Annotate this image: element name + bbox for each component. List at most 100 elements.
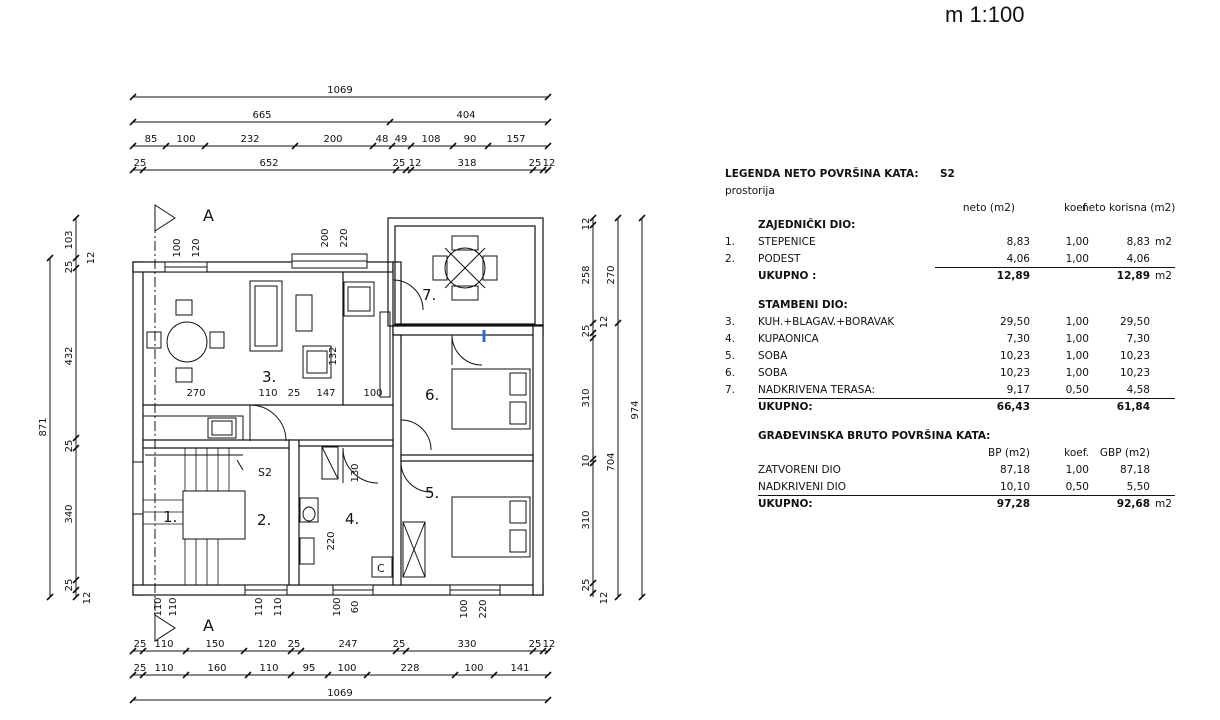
- dim-left-total: 871: [38, 417, 49, 436]
- dim-top-total: 1069: [327, 85, 352, 96]
- row-korisna: 10,23: [1119, 367, 1150, 379]
- dim-interior: 220: [326, 531, 337, 550]
- total-gbp: 92,68: [1116, 498, 1150, 510]
- row-koef: 1,00: [1065, 350, 1089, 362]
- row-name: NADKRIVENA TERASA:: [758, 384, 876, 396]
- dim-bottom: 330: [457, 639, 476, 650]
- table-row: NADKRIVENI DIO 10,10 0,50 5,50: [725, 479, 1185, 496]
- left-dimension-lines: [46, 214, 80, 601]
- row-koef: 1,00: [1065, 236, 1089, 248]
- row-num: 7.: [725, 384, 736, 396]
- dim-right: 10: [581, 455, 592, 468]
- dim-top: 85: [145, 134, 158, 145]
- row-neto: 7,30: [1006, 333, 1030, 345]
- row-koef: 1,00: [1065, 316, 1089, 328]
- header-koef: koef.: [1064, 202, 1089, 214]
- row-name: NADKRIVENI DIO: [758, 481, 846, 493]
- header-gbp: GBP (m2): [1099, 447, 1150, 459]
- row-koef: 0,50: [1065, 481, 1089, 493]
- row-neto: 4,06: [1006, 253, 1030, 265]
- dim-opening: 100: [172, 238, 183, 257]
- dim-right: 310: [581, 388, 592, 407]
- dim-top: 665: [252, 110, 271, 121]
- dim-right: 12: [581, 218, 592, 231]
- windows: [132, 253, 501, 596]
- divider: [758, 398, 1175, 399]
- section3-total-row: UKUPNO: 97,28 92,68 m2: [725, 496, 1185, 513]
- dim-top: 100: [176, 134, 195, 145]
- table-row: 1. STEPENICE 8,83 1,00 8,83 m2: [725, 234, 1185, 251]
- dim-opening: 220: [478, 599, 489, 618]
- dim-bottom: 160: [207, 663, 226, 674]
- legend-title: LEGENDA NETO POVRŠINA KATA:: [725, 168, 919, 180]
- table-row: 7. NADKRIVENA TERASA: 9,17 0,50 4,58: [725, 382, 1185, 399]
- floor-plan-drawing: 1069 665 404 85 100 232 200 48 49 108 90…: [38, 85, 646, 704]
- section2-total-row: UKUPNO: 66,43 61,84: [725, 399, 1185, 416]
- section1-total-row: UKUPNO : 12,89 12,89 m2: [725, 268, 1185, 285]
- top-dimension-lines: [129, 93, 552, 174]
- row-name: KUH.+BLAGAV.+BORAVAK: [758, 316, 895, 328]
- right-dimension-lines: [589, 214, 646, 601]
- dim-bottom: 247: [338, 639, 357, 650]
- dim-bottom: 12: [543, 639, 556, 650]
- dim-opening: 100: [459, 599, 470, 618]
- dim-left: 25: [64, 261, 75, 274]
- room-label-1: 1.: [163, 508, 177, 526]
- dim-left: 103: [64, 230, 75, 249]
- dim-bottom: 141: [510, 663, 529, 674]
- room-label-4: 4.: [345, 510, 359, 528]
- dim-right-total: 974: [630, 400, 641, 419]
- section1-title-row: ZAJEDNIČKI DIO:: [725, 217, 1185, 234]
- dim-bottom-total: 1069: [327, 688, 352, 699]
- dim-top: 49: [395, 134, 408, 145]
- row-koef: 0,50: [1065, 384, 1089, 396]
- row-num: 3.: [725, 316, 736, 328]
- total-korisna: 61,84: [1116, 401, 1150, 413]
- furniture: [142, 235, 531, 585]
- total-bp: 97,28: [996, 498, 1030, 510]
- total-label: UKUPNO :: [758, 270, 817, 282]
- room-label-6: 6.: [425, 386, 439, 404]
- table-row: 3. KUH.+BLAGAV.+BORAVAK 29,50 1,00 29,50: [725, 314, 1185, 331]
- dim-interior: 110: [153, 597, 164, 616]
- total-label: UKUPNO:: [758, 401, 813, 413]
- section2-title-row: STAMBENI DIO:: [725, 297, 1185, 314]
- row-name: SOBA: [758, 367, 788, 379]
- row-neto: 10,23: [999, 350, 1030, 362]
- header-koef-bp: koef.: [1064, 447, 1089, 459]
- dim-interior: 132: [328, 346, 339, 365]
- row-unit: m2: [1155, 236, 1172, 248]
- dim-left: 25: [64, 440, 75, 453]
- bottom-dimension-lines: [129, 647, 552, 704]
- dim-interior: 25: [288, 388, 301, 399]
- room-label-2: 2.: [257, 511, 271, 529]
- dim-top: 48: [376, 134, 389, 145]
- dim-opening: 110: [254, 597, 265, 616]
- dim-top: 25: [134, 158, 147, 169]
- section1-title: ZAJEDNIČKI DIO:: [758, 219, 856, 231]
- dim-bottom: 25: [393, 639, 406, 650]
- row-korisna: 7,30: [1126, 333, 1150, 345]
- dim-right: 258: [581, 265, 592, 284]
- dim-left: 340: [64, 504, 75, 523]
- dim-opening: 120: [191, 238, 202, 257]
- dim-opening: 60: [350, 601, 361, 614]
- total-neto: 12,89: [996, 270, 1030, 282]
- dim-interior: 270: [186, 388, 205, 399]
- row-name: ZATVORENI DIO: [758, 464, 841, 476]
- dim-bottom: 110: [259, 663, 278, 674]
- dim-top: 652: [259, 158, 278, 169]
- total-neto: 66,43: [996, 401, 1030, 413]
- dim-bottom: 95: [303, 663, 316, 674]
- total-unit: m2: [1155, 498, 1172, 510]
- dim-bottom: 100: [464, 663, 483, 674]
- dim-right: 12: [599, 316, 610, 329]
- dim-bottom: 25: [288, 639, 301, 650]
- row-neto: 9,17: [1006, 384, 1030, 396]
- dim-left: 432: [64, 346, 75, 365]
- row-name: STEPENICE: [758, 236, 816, 248]
- row-num: 5.: [725, 350, 736, 362]
- total-korisna: 12,89: [1116, 270, 1150, 282]
- total-label: UKUPNO:: [758, 498, 813, 510]
- row-num: 4.: [725, 333, 736, 345]
